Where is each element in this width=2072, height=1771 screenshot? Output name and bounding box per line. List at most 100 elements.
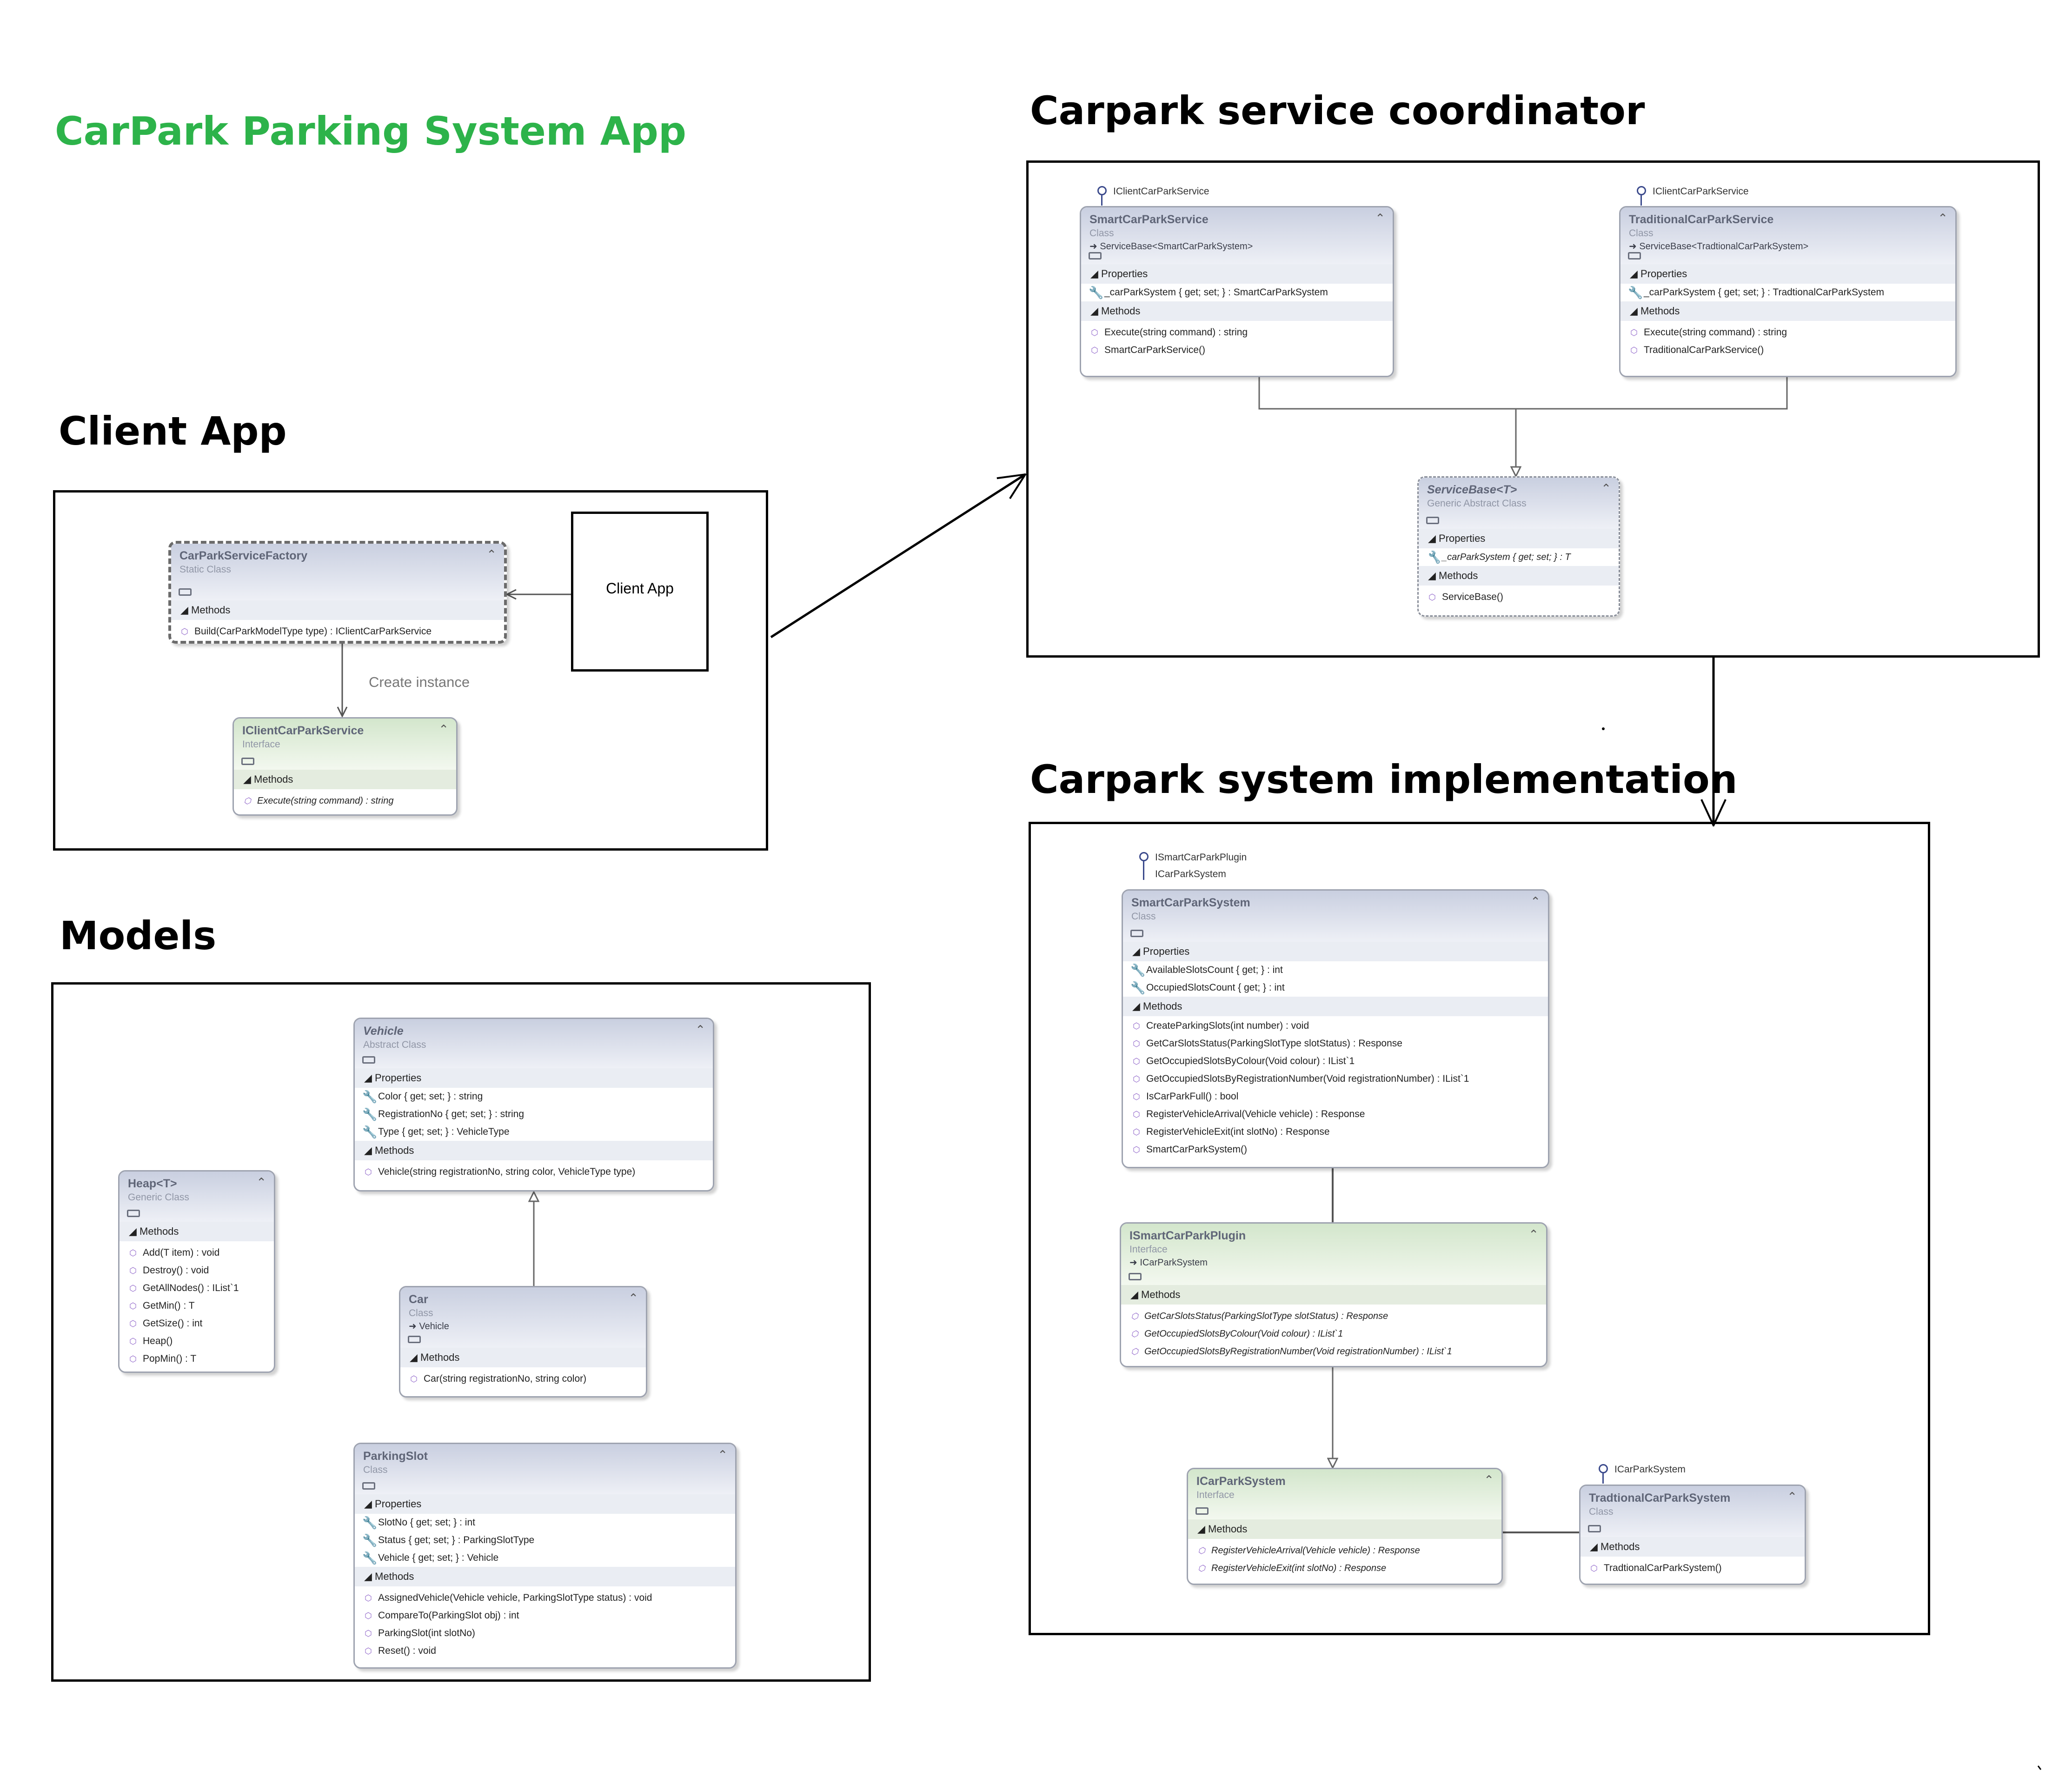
toggle-icon[interactable] [1130,930,1143,937]
class-tradtionalcarparksystem[interactable]: TradtionalCarParkSystem Class ⌃ ◢ Method… [1579,1485,1806,1585]
toggle-icon[interactable] [1588,1525,1601,1532]
method-row[interactable]: ⬡Vehicle(string registrationNo, string c… [355,1163,713,1181]
method-row[interactable]: ⬡Reset() : void [355,1642,735,1660]
method-row[interactable]: ⬡Heap() [120,1332,274,1350]
toggle-icon[interactable] [1426,517,1439,524]
section-properties[interactable]: ◢ Properties [355,1494,735,1514]
property-row[interactable]: 🔧Color { get; set; } : string [355,1088,713,1105]
method-row[interactable]: ⬡Execute(string command) : string [234,792,456,810]
method-row[interactable]: ⬡Execute(string command) : string [1081,324,1393,341]
collapse-icon[interactable]: ⌃ [1375,211,1385,225]
section-methods[interactable]: ◢ Methods [1419,566,1619,586]
section-properties[interactable]: ◢ Properties [355,1068,713,1088]
method-row[interactable]: ⬡RegisterVehicleArrival(Vehicle vehicle)… [1123,1105,1548,1123]
section-properties[interactable]: ◢ Properties [1620,264,1955,284]
toggle-icon[interactable] [241,758,254,765]
method-row[interactable]: ⬡GetOccupiedSlotsByColour(Void colour) :… [1123,1052,1548,1070]
section-methods[interactable]: ◢ Methods [1620,301,1955,321]
method-row[interactable]: ⬡ParkingSlot(int slotNo) [355,1625,735,1642]
section-properties[interactable]: ◢ Properties [1123,942,1548,961]
method-row[interactable]: ⬡GetAllNodes() : IList`1 [120,1279,274,1297]
method-row[interactable]: ⬡Execute(string command) : string [1620,324,1955,341]
collapse-icon[interactable]: ⌃ [1484,1473,1494,1487]
toggle-icon[interactable] [362,1056,375,1064]
method-row[interactable]: ⬡GetMin() : T [120,1297,274,1315]
section-methods[interactable]: ◢ Methods [120,1222,274,1241]
method-row[interactable]: ⬡CreateParkingSlots(int number) : void [1123,1017,1548,1035]
collapse-icon[interactable]: ⌃ [1528,1227,1539,1241]
method-row[interactable]: ⬡Add(T item) : void [120,1244,274,1262]
toggle-icon[interactable] [127,1210,140,1217]
method-row[interactable]: ⬡TradtionalCarParkSystem() [1581,1559,1805,1577]
property-row[interactable]: 🔧Status { get; set; } : ParkingSlotType [355,1531,735,1549]
class-smartcarparkservice[interactable]: SmartCarParkService Class ➜ ServiceBase<… [1080,206,1394,377]
method-row[interactable]: ⬡GetSize() : int [120,1315,274,1332]
method-row[interactable]: ⬡TraditionalCarParkService() [1620,341,1955,359]
method-row[interactable]: ⬡PopMin() : T [120,1350,274,1368]
toggle-icon[interactable] [1129,1273,1142,1280]
collapse-icon[interactable]: ⌃ [486,547,497,561]
toggle-icon[interactable] [1628,252,1641,260]
toggle-icon[interactable] [1089,252,1102,260]
property-row[interactable]: 🔧OccupiedSlotsCount { get; } : int [1123,979,1548,997]
method-row[interactable]: ⬡Destroy() : void [120,1262,274,1279]
section-methods[interactable]: ◢ Methods [400,1348,646,1367]
section-methods[interactable]: ◢ Methods [355,1567,735,1586]
method-row[interactable]: ⬡GetOccupiedSlotsByRegistrationNumber(Vo… [1121,1343,1546,1360]
collapse-icon[interactable]: ⌃ [438,722,449,736]
property-row[interactable]: 🔧_carParkSystem { get; set; } : T [1419,548,1619,566]
collapse-icon[interactable]: ⌃ [717,1448,728,1462]
section-methods[interactable]: ◢ Methods [1123,997,1548,1016]
client-app-box[interactable]: Client App [571,512,709,672]
toggle-icon[interactable] [362,1482,375,1490]
class-vehicle[interactable]: Vehicle Abstract Class ⌃ ◢ Properties 🔧C… [353,1018,714,1192]
property-row[interactable]: 🔧AvailableSlotsCount { get; } : int [1123,961,1548,979]
section-methods[interactable]: ◢ Methods [171,600,504,620]
property-row[interactable]: 🔧SlotNo { get; set; } : int [355,1514,735,1531]
property-row[interactable]: 🔧_carParkSystem { get; set; } : SmartCar… [1081,284,1393,301]
section-methods[interactable]: ◢ Methods [234,770,456,789]
method-row[interactable]: ⬡GetOccupiedSlotsByColour(Void colour) :… [1121,1325,1546,1343]
method-row[interactable]: ⬡IsCarParkFull() : bool [1123,1088,1548,1105]
method-row[interactable]: ⬡GetCarSlotsStatus(ParkingSlotType slotS… [1123,1035,1548,1052]
method-row[interactable]: ⬡ServiceBase() [1419,588,1619,606]
method-row[interactable]: ⬡RegisterVehicleArrival(Vehicle vehicle)… [1188,1542,1501,1559]
class-heap[interactable]: Heap<T> Generic Class ⌃ ◢ Methods ⬡Add(T… [118,1170,275,1373]
class-iclientcarparkservice[interactable]: IClientCarParkService Interface ⌃ ◢ Meth… [232,717,458,816]
class-icarparksystem[interactable]: ICarParkSystem Interface ⌃ ◢ Methods ⬡Re… [1187,1468,1503,1585]
class-parkingslot[interactable]: ParkingSlot Class ⌃ ◢ Properties 🔧SlotNo… [353,1443,737,1669]
property-row[interactable]: 🔧RegistrationNo { get; set; } : string [355,1105,713,1123]
toggle-icon[interactable] [408,1336,421,1343]
collapse-icon[interactable]: ⌃ [1787,1490,1797,1504]
property-row[interactable]: 🔧Vehicle { get; set; } : Vehicle [355,1549,735,1567]
collapse-icon[interactable]: ⌃ [695,1023,705,1037]
method-row[interactable]: ⬡SmartCarParkSystem() [1123,1141,1548,1158]
property-row[interactable]: 🔧_carParkSystem { get; set; } : Tradtion… [1620,284,1955,301]
collapse-icon[interactable]: ⌃ [1601,481,1611,495]
toggle-icon[interactable] [1195,1507,1209,1515]
collapse-icon[interactable]: ⌃ [1938,211,1948,225]
class-carparkservicefactory[interactable]: CarParkServiceFactory Static Class ⌃ ◢ M… [168,541,507,644]
section-methods[interactable]: ◢ Methods [1188,1519,1501,1539]
collapse-icon[interactable]: ⌃ [256,1175,266,1189]
method-row[interactable]: ⬡RegisterVehicleExit(int slotNo) : Respo… [1123,1123,1548,1141]
section-methods[interactable]: ◢ Methods [1121,1285,1546,1305]
class-servicebase[interactable]: ServiceBase<T> Generic Abstract Class ⌃ … [1417,476,1620,617]
collapse-icon[interactable]: ⌃ [628,1291,638,1305]
section-methods[interactable]: ◢ Methods [355,1141,713,1160]
method-row[interactable]: ⬡AssignedVehicle(Vehicle vehicle, Parkin… [355,1589,735,1607]
method-row[interactable]: ⬡RegisterVehicleExit(int slotNo) : Respo… [1188,1559,1501,1577]
method-row[interactable]: ⬡SmartCarParkService() [1081,341,1393,359]
method-row[interactable]: ⬡Car(string registrationNo, string color… [400,1370,646,1388]
method-row[interactable]: ⬡CompareTo(ParkingSlot obj) : int [355,1607,735,1625]
method-row[interactable]: ⬡GetCarSlotsStatus(ParkingSlotType slotS… [1121,1307,1546,1325]
collapse-icon[interactable]: ⌃ [1530,894,1541,908]
class-smartcarparksystem[interactable]: SmartCarParkSystem Class ⌃ ◢ Properties … [1122,889,1549,1168]
property-row[interactable]: 🔧Type { get; set; } : VehicleType [355,1123,713,1141]
class-car[interactable]: Car Class ➜ Vehicle ⌃ ◢ Methods ⬡Car(str… [399,1286,647,1398]
method-row[interactable]: ⬡GetOccupiedSlotsByRegistrationNumber(Vo… [1123,1070,1548,1088]
section-properties[interactable]: ◢ Properties [1081,264,1393,284]
method-row[interactable]: ⬡Build(CarParkModelType type) : IClientC… [171,623,504,640]
section-methods[interactable]: ◢ Methods [1581,1537,1805,1557]
class-traditionalcarparkservice[interactable]: TraditionalCarParkService Class ➜ Servic… [1619,206,1957,377]
